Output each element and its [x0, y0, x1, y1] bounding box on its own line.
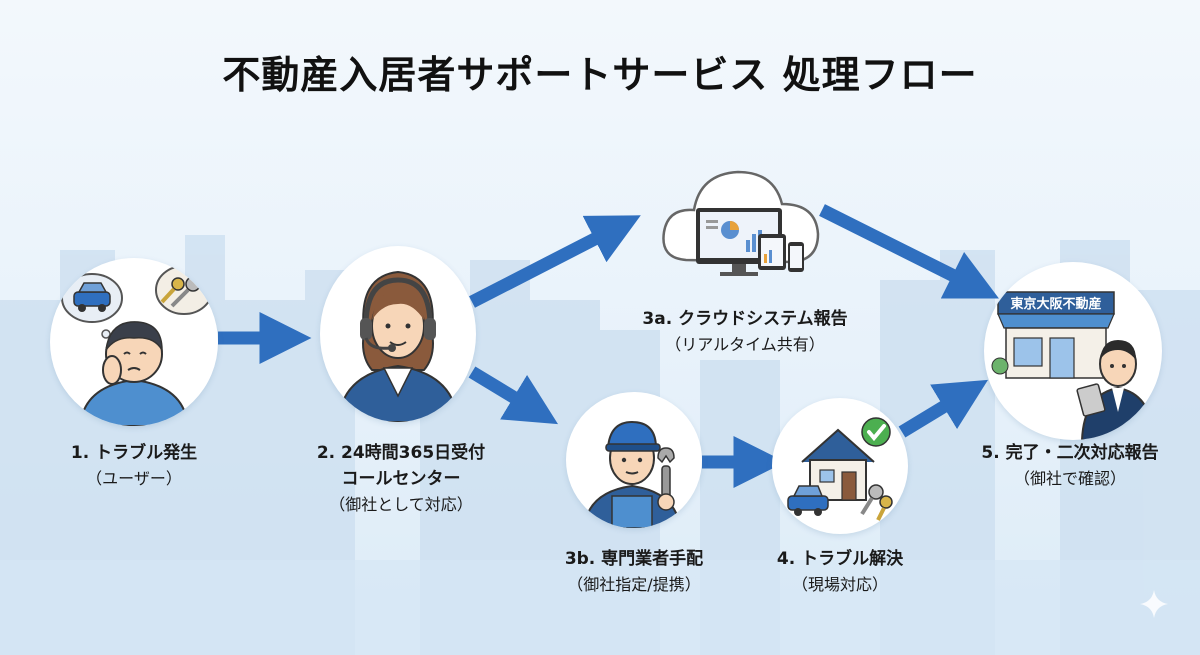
step4-subtitle: （現場対応） — [791, 575, 888, 594]
house-icon — [801, 428, 875, 501]
step2-label: 2. 24時間365日受付 コールセンター （御社として対応） — [286, 440, 516, 518]
step5-illustration: 東京大阪不動産 — [984, 262, 1162, 440]
step5-label: 5. 完了・二次対応報告 （御社で確認） — [950, 440, 1190, 492]
step2-illustration — [320, 246, 476, 422]
step3b-label: 3b. 専門業者手配 （御社指定/提携） — [524, 546, 744, 598]
car-icon — [61, 273, 123, 323]
key-icon — [860, 484, 893, 521]
step3b-illustration — [566, 392, 702, 528]
step1-illustration — [50, 258, 218, 426]
step2-subtitle-a: コールセンター — [341, 469, 461, 489]
step3a-label: 3a. クラウドシステム報告 （リアルタイム共有） — [610, 306, 880, 358]
step4-title: 4. トラブル解決 — [776, 549, 904, 569]
step5-title: 5. 完了・二次対応報告 — [981, 443, 1159, 463]
step4-illustration — [772, 398, 908, 534]
step3a-illustration — [656, 150, 824, 290]
tablet-icon — [758, 234, 786, 270]
phone-icon — [788, 242, 804, 272]
step3b-subtitle: （御社指定/提携） — [567, 575, 701, 594]
step3a-title: 3a. クラウドシステム報告 — [642, 309, 848, 329]
step1-title: 1. トラブル発生 — [70, 443, 198, 463]
operator-headset-icon — [336, 270, 460, 422]
step4-label: 4. トラブル解決 （現場対応） — [740, 546, 940, 598]
check-icon — [861, 417, 891, 447]
storefront-icon: 東京大阪不動産 — [991, 291, 1115, 379]
shop-sign-text: 東京大阪不動産 — [1010, 296, 1101, 312]
step3b-title: 3b. 専門業者手配 — [564, 549, 704, 569]
step2-subtitle-b: （御社として対応） — [329, 495, 473, 514]
step1-subtitle: （ユーザー） — [86, 469, 182, 488]
car-icon — [787, 485, 829, 516]
mechanic-icon — [582, 420, 682, 528]
worried-person-icon — [78, 321, 190, 426]
step3a-subtitle: （リアルタイム共有） — [665, 335, 825, 354]
sparkle-icon — [1140, 590, 1168, 618]
page-title: 不動産入居者サポートサービス 処理フロー — [222, 53, 978, 97]
wrench-icon — [657, 447, 675, 511]
step1-label: 1. トラブル発生 （ユーザー） — [34, 440, 234, 492]
step2-title: 2. 24時間365日受付 — [316, 443, 486, 463]
step5-subtitle: （御社で確認） — [1013, 469, 1126, 488]
